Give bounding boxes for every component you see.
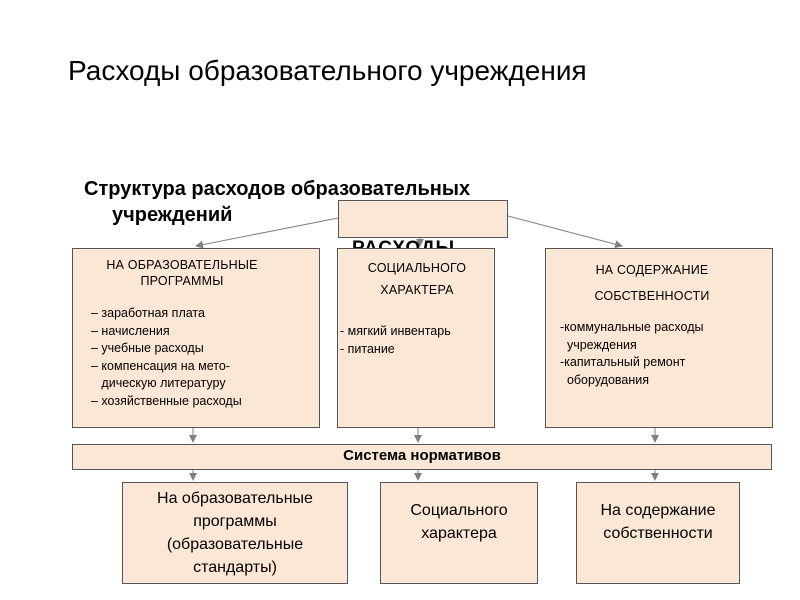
list-item: учреждения [560, 337, 637, 352]
list-item: – начисления [91, 323, 170, 338]
list-item: -капитальный ремонт [560, 355, 686, 369]
header-line: СОЦИАЛЬНОГО [367, 261, 467, 275]
text-line: характера [421, 525, 497, 542]
list-item: - мягкий инвентарь [340, 324, 451, 338]
arrow-to-right-box [507, 215, 623, 249]
category-header: НА ОБРАЗОВАТЕЛЬНЫЕ ПРОГРАММЫ [87, 257, 277, 289]
root-expenses-box [338, 200, 508, 238]
expense-list: -коммунальные расходы учреждения -капита… [560, 319, 704, 389]
standard-text: На образовательные программы (образовате… [123, 483, 347, 579]
norms-system-bar: Система нормативов [72, 444, 772, 470]
list-item: – компенсация на мето- [91, 358, 230, 373]
category-box-social: СОЦИАЛЬНОГО ХАРАКТЕРА - мягкий инвентарь… [337, 248, 495, 428]
category-header: НА СОДЕРЖАНИЕ СОБСТВЕННОСТИ [546, 257, 758, 309]
expense-list: - мягкий инвентарь - питание [340, 323, 451, 358]
category-header: СОЦИАЛЬНОГО ХАРАКТЕРА [338, 257, 496, 301]
header-line: ХАРАКТЕРА [380, 283, 454, 297]
text-line: (образовательные [166, 536, 304, 553]
list-item: дическую литературу [91, 376, 226, 390]
norms-system-label: Система нормативов [343, 447, 501, 464]
subtitle-line-1: Структура расходов образовательных [84, 178, 471, 200]
standard-box-educational: На образовательные программы (образовате… [122, 482, 348, 584]
standard-text: Социального характера [381, 483, 537, 545]
header-line: ПРОГРАММЫ [140, 274, 224, 288]
text-line: программы [193, 513, 277, 530]
text-line: собственности [603, 525, 713, 542]
list-item: -коммунальные расходы [560, 320, 704, 334]
text-line: На содержание [600, 502, 716, 519]
arrow-to-left-box [195, 217, 339, 249]
text-line: Социального [410, 502, 508, 519]
diagram-subtitle: Структура расходов образовательных учреж… [84, 176, 470, 228]
standard-box-property: На содержание собственности [576, 482, 740, 584]
expense-list: – заработная плата – начисления – учебны… [91, 305, 242, 410]
header-line: НА СОДЕРЖАНИЕ [595, 263, 709, 277]
text-line: стандарты) [193, 559, 277, 576]
header-line: СОБСТВЕННОСТИ [594, 289, 710, 303]
subtitle-line-2: учреждений [112, 204, 233, 226]
list-item: – хозяйственные расходы [91, 393, 242, 408]
category-box-educational-programs: НА ОБРАЗОВАТЕЛЬНЫЕ ПРОГРАММЫ – заработна… [72, 248, 320, 428]
list-item: - питание [340, 341, 395, 356]
page-title: Расходы образовательного учреждения [68, 55, 587, 86]
list-item: – заработная плата [91, 306, 205, 320]
standard-text: На содержание собственности [577, 483, 739, 545]
header-line: НА ОБРАЗОВАТЕЛЬНЫЕ [106, 258, 258, 272]
standard-box-social: Социального характера [380, 482, 538, 584]
list-item: – учебные расходы [91, 341, 204, 355]
list-item: оборудования [560, 372, 650, 387]
category-box-property: НА СОДЕРЖАНИЕ СОБСТВЕННОСТИ -коммунальны… [545, 248, 773, 428]
text-line: На образовательные [157, 490, 313, 507]
